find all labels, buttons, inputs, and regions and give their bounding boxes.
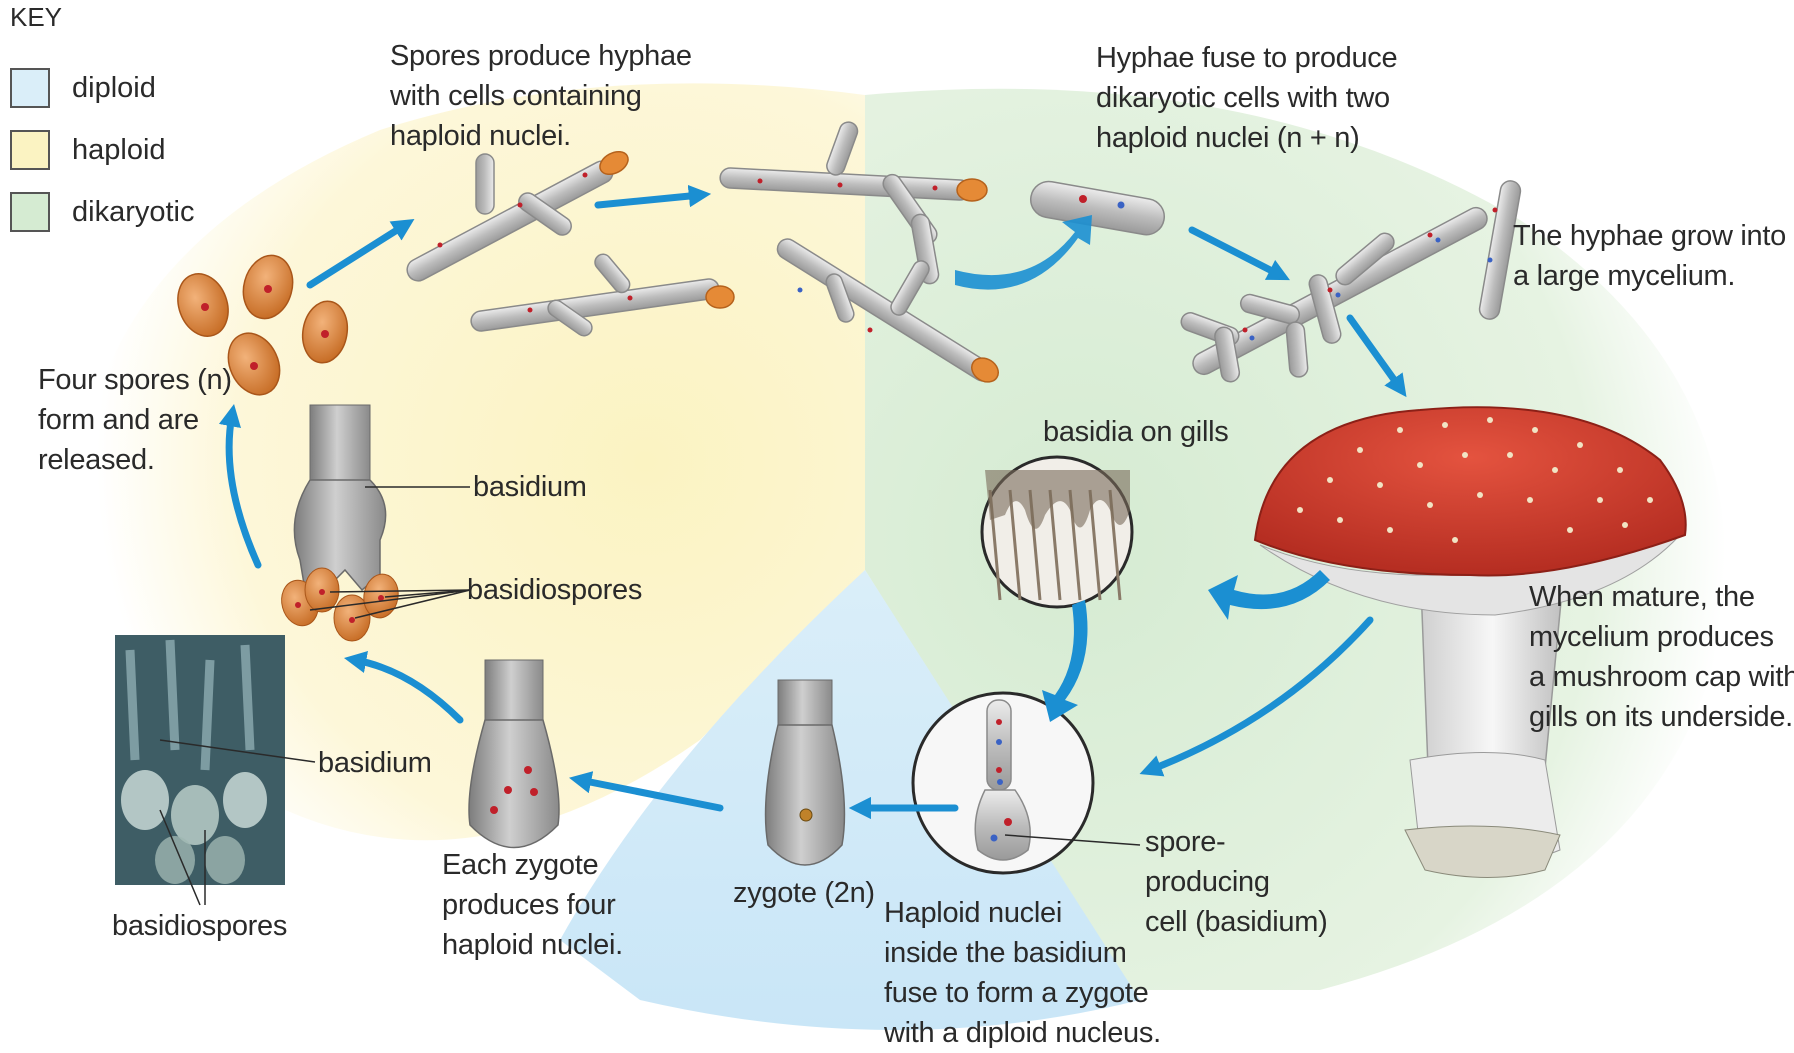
- label-line: produces four: [442, 885, 623, 925]
- label-haploid-nuclei-fuse: Haploid nuclei inside the basidium fuse …: [884, 893, 1161, 1053]
- dikaryotic-swatch: [10, 192, 50, 232]
- label-line: Hyphae fuse to produce: [1096, 38, 1397, 78]
- label-line: a mushroom cap with: [1529, 657, 1794, 697]
- gills-magnified: [982, 457, 1132, 607]
- label-zygote: zygote (2n): [733, 873, 875, 913]
- label-line: Four spores (n): [38, 360, 232, 400]
- label-line: fuse to form a zygote: [884, 973, 1161, 1013]
- key-label-dikaryotic: dikaryotic: [72, 196, 195, 229]
- label-four-spores: Four spores (n) form and are released.: [38, 360, 232, 480]
- label-spore-producing-cell: spore- producing cell (basidium): [1145, 822, 1327, 942]
- label-line: gills on its underside.: [1529, 697, 1794, 737]
- label-basidiospores: basidiospores: [467, 570, 642, 610]
- micrograph-photo: [115, 635, 285, 885]
- label-each-zygote: Each zygote produces four haploid nuclei…: [442, 845, 623, 965]
- label-line: with cells containing: [390, 76, 692, 116]
- label-line: Spores produce hyphae: [390, 36, 692, 76]
- label-hyphae-fuse: Hyphae fuse to produce dikaryotic cells …: [1096, 38, 1397, 158]
- label-line: When mature, the: [1529, 577, 1794, 617]
- label-line: released.: [38, 440, 232, 480]
- label-line: inside the basidium: [884, 933, 1161, 973]
- label-line: Haploid nuclei: [884, 893, 1161, 933]
- label-when-mature: When mature, the mycelium produces a mus…: [1529, 577, 1794, 737]
- label-line: cell (basidium): [1145, 902, 1327, 942]
- label-line: haploid nuclei.: [442, 925, 623, 965]
- label-large-mycelium: The hyphae grow into a large mycelium.: [1513, 216, 1786, 296]
- key-title: KEY: [10, 2, 62, 33]
- label-line: haploid nuclei (n + n): [1096, 118, 1397, 158]
- label-line: haploid nuclei.: [390, 116, 692, 156]
- basidium-magnified: [913, 693, 1093, 873]
- diploid-swatch: [10, 68, 50, 108]
- label-line: with a diploid nucleus.: [884, 1013, 1161, 1053]
- key-item-haploid: haploid: [10, 130, 166, 170]
- haploid-swatch: [10, 130, 50, 170]
- label-spores-produce-hyphae: Spores produce hyphae with cells contain…: [390, 36, 692, 156]
- label-line: Each zygote: [442, 845, 623, 885]
- key-item-dikaryotic: dikaryotic: [10, 192, 195, 232]
- label-line: dikaryotic cells with two: [1096, 78, 1397, 118]
- key-label-haploid: haploid: [72, 134, 166, 167]
- label-photo-basidiospores: basidiospores: [112, 906, 287, 946]
- key-item-diploid: diploid: [10, 68, 156, 108]
- label-photo-basidium: basidium: [318, 743, 432, 783]
- label-basidium: basidium: [473, 467, 587, 507]
- label-line: a large mycelium.: [1513, 256, 1786, 296]
- label-line: spore-: [1145, 822, 1327, 862]
- label-line: producing: [1145, 862, 1327, 902]
- label-basidia-on-gills: basidia on gills: [1043, 412, 1228, 452]
- key-label-diploid: diploid: [72, 72, 156, 105]
- label-line: The hyphae grow into: [1513, 216, 1786, 256]
- label-line: form and are: [38, 400, 232, 440]
- label-line: mycelium produces: [1529, 617, 1794, 657]
